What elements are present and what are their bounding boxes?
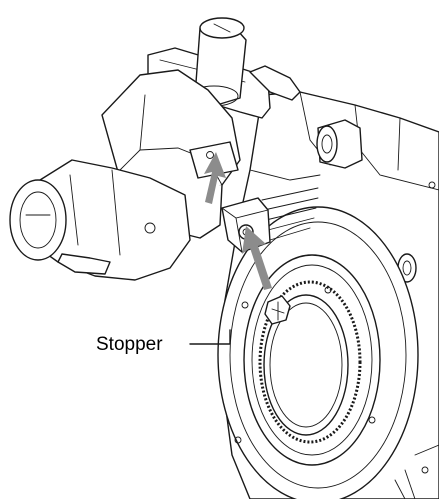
- ribbed-panel: [261, 187, 319, 241]
- stopper-label: Stopper: [96, 334, 163, 355]
- lens-mount-icon: [217, 206, 419, 499]
- clamp-cylinder: [9, 159, 191, 281]
- arrow-icon: [204, 152, 272, 290]
- screw-icon: [264, 295, 291, 325]
- stopper-callout: Stopper: [96, 329, 231, 355]
